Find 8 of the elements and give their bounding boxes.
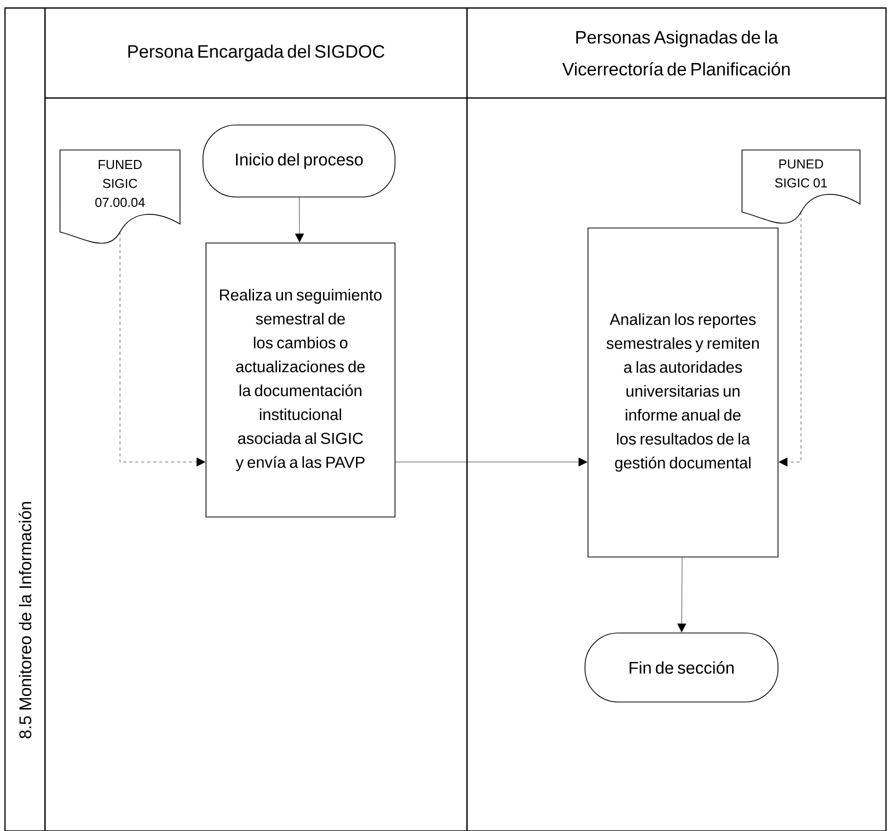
arrow bbox=[395, 458, 588, 466]
arrow bbox=[778, 212, 802, 466]
process-box: Analizan los reportes semestrales y remiten a las autoridades universitarias un informe anual de los resultados de la gestión documental bbox=[588, 228, 778, 558]
arrow bbox=[677, 557, 686, 632]
process-box: Realiza un seguimiento semestral de los cambios o actualizaciones de la documentación institucional asociada al SIGIC y envía a las PAVP bbox=[206, 242, 396, 518]
arrow bbox=[295, 197, 304, 242]
swimlane-pool-label: 8.5 Monitoreo de la Información bbox=[4, 7, 46, 831]
arrow bbox=[120, 232, 206, 466]
